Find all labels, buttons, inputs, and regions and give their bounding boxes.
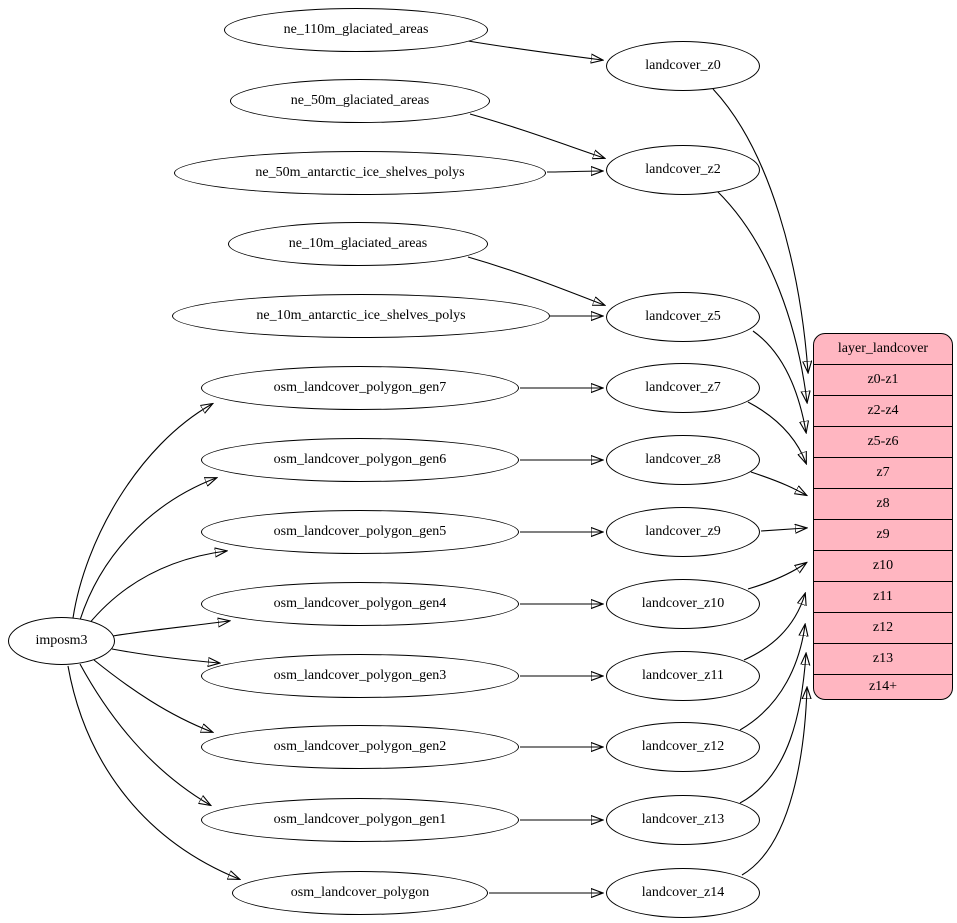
node-imposm3-label: imposm3 — [35, 633, 88, 648]
node-imposm3: imposm3 — [8, 617, 115, 665]
node-label: osm_landcover_polygon_gen4 — [273, 596, 447, 611]
node-landcover_z12: landcover_z12 — [606, 722, 760, 772]
node-label: landcover_z14 — [641, 885, 725, 900]
edge-landcover_z5-row-z5-z6 — [752, 330, 806, 432]
node-ne_10m_glaciated_areas: ne_10m_glaciated_areas — [228, 222, 488, 266]
node-ne_50m_antarctic_ice_shelves_polys: ne_50m_antarctic_ice_shelves_polys — [174, 151, 546, 195]
node-label: landcover_z7 — [645, 380, 721, 395]
node-label: osm_landcover_polygon_gen1 — [273, 812, 447, 827]
table-row-z10: z10 — [814, 550, 952, 581]
edge-landcover_z11-row-z11 — [743, 594, 805, 661]
edge-ne_10m_glaciated_areas-landcover_z5 — [467, 256, 604, 305]
edge-imposm3-osm_landcover_polygon_gen7 — [72, 404, 212, 619]
edge-landcover_z12-row-z12 — [739, 625, 805, 731]
node-osm_landcover_polygon_gen4: osm_landcover_polygon_gen4 — [201, 582, 519, 626]
edge-imposm3-osm_landcover_polygon_gen2 — [93, 659, 212, 732]
edge-imposm3-osm_landcover_polygon_gen1 — [79, 663, 210, 805]
node-label: landcover_z0 — [645, 58, 721, 73]
edge-landcover_z7-row-z7 — [747, 401, 806, 463]
table-row-z12: z12 — [814, 612, 952, 643]
table-row-z7: z7 — [814, 457, 952, 488]
node-osm_landcover_polygon_gen6: osm_landcover_polygon_gen6 — [201, 438, 519, 482]
edge-imposm3-osm_landcover_polygon_gen5 — [87, 551, 226, 626]
table-row-z2-z4: z2-z4 — [814, 395, 952, 426]
edge-landcover_z8-row-z8 — [750, 471, 806, 495]
edge-ne_50m_antarctic_ice_shelves_polys-landcover_z2 — [546, 171, 602, 172]
node-label: osm_landcover_polygon_gen6 — [273, 452, 447, 467]
node-label: ne_50m_antarctic_ice_shelves_polys — [255, 165, 465, 180]
table-row-z5-z6: z5-z6 — [814, 426, 952, 457]
table-row-z0-z1: z0-z1 — [814, 364, 952, 395]
node-label: landcover_z12 — [641, 739, 725, 754]
node-landcover_z10: landcover_z10 — [606, 579, 760, 629]
edge-ne_110m_glaciated_areas-landcover_z0 — [467, 40, 602, 60]
edge-imposm3-osm_landcover_polygon_gen4 — [112, 621, 229, 637]
edge-imposm3-osm_landcover_polygon — [67, 665, 239, 879]
edge-landcover_z2-row-z2-z4 — [716, 190, 807, 402]
node-label: osm_landcover_polygon_gen2 — [273, 739, 447, 754]
layer-landcover-table: layer_landcover z0-z1 z2-z4 z5-z6 z7 z8 … — [813, 333, 953, 700]
node-ne_50m_glaciated_areas: ne_50m_glaciated_areas — [230, 79, 490, 123]
node-label: ne_50m_glaciated_areas — [290, 93, 430, 108]
table-row-z11: z11 — [814, 581, 952, 612]
node-label: landcover_z5 — [645, 309, 721, 324]
node-label: osm_landcover_polygon_gen5 — [273, 524, 447, 539]
node-landcover_z0: landcover_z0 — [606, 41, 760, 91]
node-ne_10m_antarctic_ice_shelves_polys: ne_10m_antarctic_ice_shelves_polys — [172, 294, 550, 338]
node-landcover_z5: landcover_z5 — [606, 292, 760, 342]
node-osm_landcover_polygon_gen3: osm_landcover_polygon_gen3 — [201, 654, 519, 698]
table-row-z14: z14+ — [814, 674, 952, 699]
edge-ne_50m_glaciated_areas-landcover_z2 — [469, 113, 604, 158]
node-landcover_z11: landcover_z11 — [606, 651, 760, 701]
edge-imposm3-osm_landcover_polygon_gen3 — [111, 648, 219, 663]
node-landcover_z13: landcover_z13 — [606, 795, 760, 845]
node-osm_landcover_polygon: osm_landcover_polygon — [232, 871, 488, 915]
node-landcover_z9: landcover_z9 — [606, 507, 760, 557]
layer-landcover-table-title: layer_landcover — [837, 341, 929, 356]
node-osm_landcover_polygon_gen1: osm_landcover_polygon_gen1 — [201, 798, 519, 842]
node-label: osm_landcover_polygon_gen7 — [273, 380, 447, 395]
node-osm_landcover_polygon_gen5: osm_landcover_polygon_gen5 — [201, 510, 519, 554]
edge-landcover_z0-row-z0-z1 — [712, 88, 808, 372]
node-osm_landcover_polygon_gen2: osm_landcover_polygon_gen2 — [201, 725, 519, 769]
node-osm_landcover_polygon_gen7: osm_landcover_polygon_gen7 — [201, 366, 519, 410]
node-label: landcover_z13 — [641, 812, 725, 827]
edge-landcover_z14-row-z14 — [741, 688, 807, 876]
edge-imposm3-osm_landcover_polygon_gen6 — [79, 478, 216, 621]
node-label: landcover_z11 — [642, 668, 724, 683]
node-ne_110m_glaciated_areas: ne_110m_glaciated_areas — [224, 8, 488, 52]
table-row-z9: z9 — [814, 519, 952, 550]
node-label: ne_10m_antarctic_ice_shelves_polys — [256, 308, 466, 323]
node-label: osm_landcover_polygon_gen3 — [273, 668, 447, 683]
node-label: osm_landcover_polygon — [290, 885, 430, 900]
edge-landcover_z10-row-z10 — [747, 563, 806, 590]
node-label: ne_10m_glaciated_areas — [288, 236, 428, 251]
node-label: landcover_z8 — [645, 452, 721, 467]
node-landcover_z14: landcover_z14 — [606, 868, 760, 918]
node-label: ne_110m_glaciated_areas — [283, 22, 429, 37]
edge-landcover_z13-row-z13 — [739, 654, 806, 804]
table-row-z8: z8 — [814, 488, 952, 519]
node-landcover_z2: landcover_z2 — [606, 145, 760, 195]
node-label: landcover_z10 — [641, 596, 725, 611]
node-label: landcover_z9 — [645, 524, 721, 539]
node-landcover_z7: landcover_z7 — [606, 363, 760, 413]
edge-landcover_z9-row-z9 — [760, 528, 806, 531]
node-label: landcover_z2 — [645, 162, 721, 177]
table-row-z13: z13 — [814, 643, 952, 674]
node-landcover_z8: landcover_z8 — [606, 435, 760, 485]
